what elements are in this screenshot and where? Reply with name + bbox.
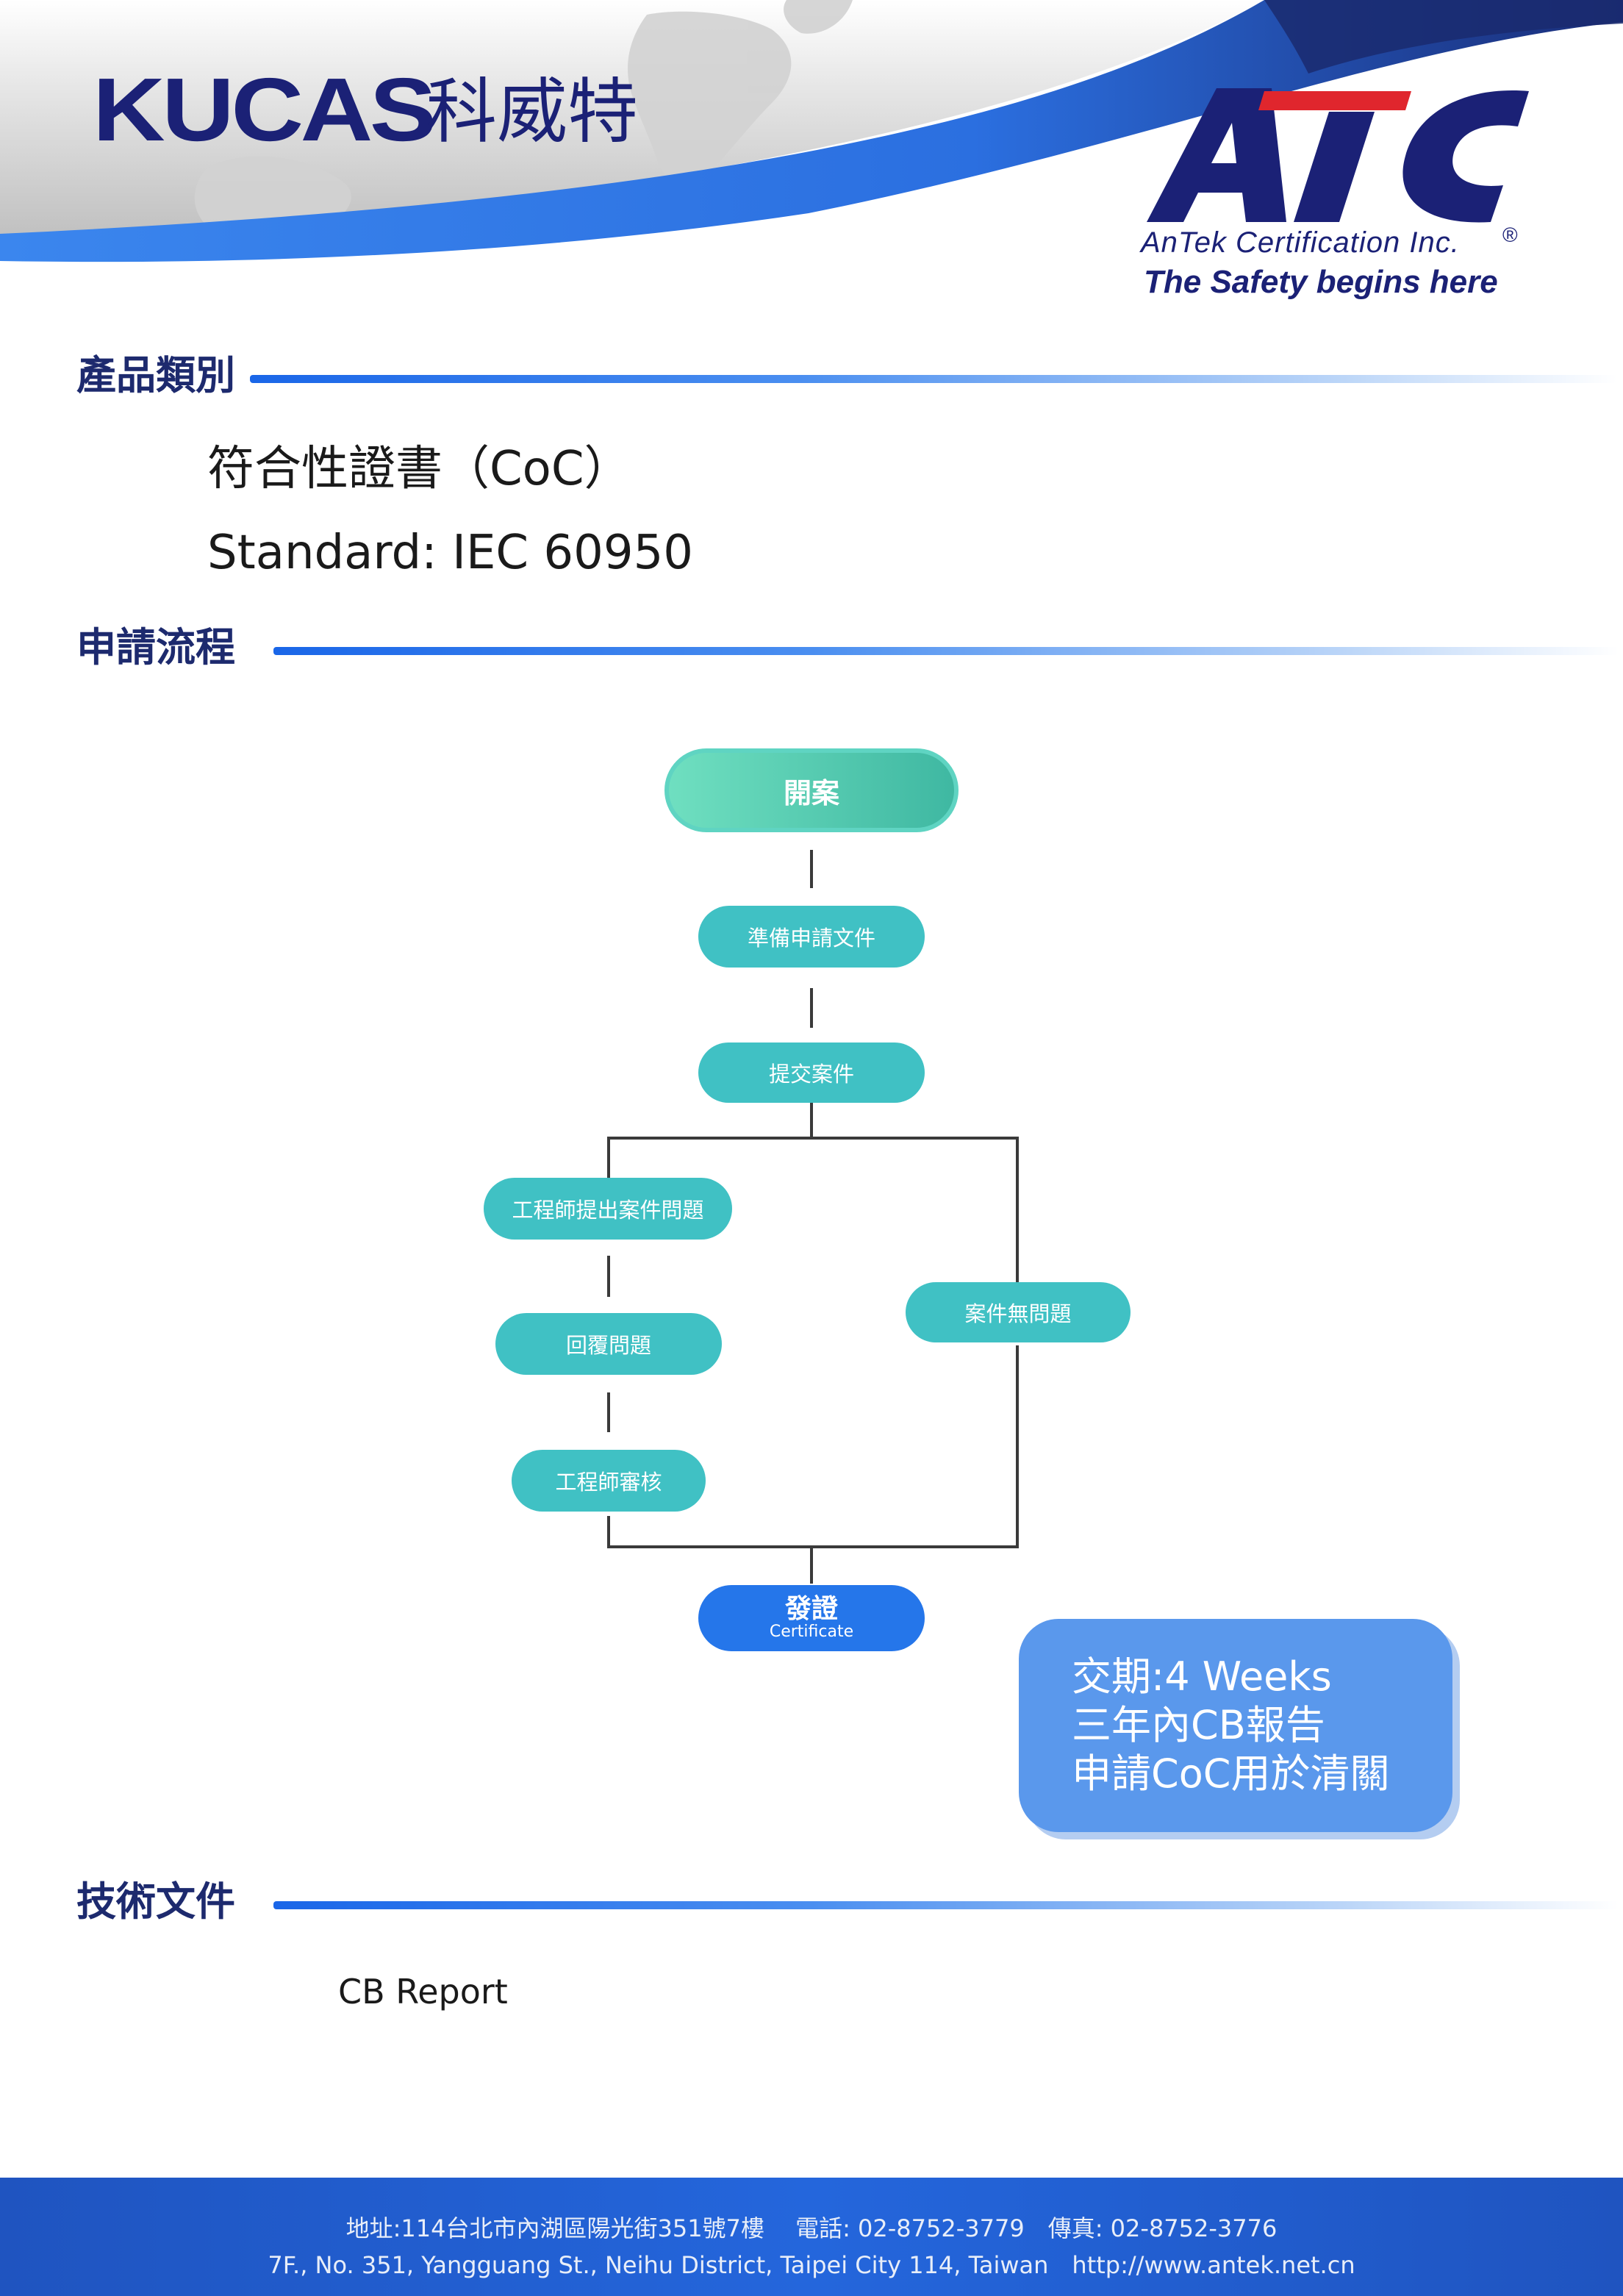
section-title-process: 申請流程: [76, 624, 235, 670]
section-divider: [273, 1901, 1619, 1909]
flow-node-prepare-documents: 準備申請文件: [698, 906, 925, 968]
footer-address-cn: 地址:114台北市內湖區陽光街351號7樓 電話: 02-8752-3779 傳…: [345, 2214, 1278, 2242]
section-divider: [273, 647, 1619, 655]
footer-bar: 地址:114台北市內湖區陽光街351號7樓 電話: 02-8752-3779 傳…: [0, 2178, 1623, 2296]
atc-company-name: AnTek Certification Inc.: [1141, 226, 1460, 259]
flow-node-reply-questions: 回覆問題: [495, 1313, 722, 1375]
technical-doc-item: CB Report: [338, 1972, 508, 2011]
section-title-technical-docs: 技術文件: [76, 1878, 235, 1925]
atc-logo-icon: [1147, 88, 1529, 223]
flow-node-engineer-review: 工程師審核: [512, 1450, 706, 1512]
lead-time-info-box: 交期:4 Weeks 三年內CB報告 申請CoC用於清關: [1019, 1619, 1452, 1832]
section-divider: [250, 375, 1617, 383]
kucas-chinese-name: 科威特: [426, 71, 638, 153]
atc-slogan: The Safety begins here: [1144, 264, 1498, 300]
certificate-label-en: Certificate: [769, 1622, 854, 1641]
section-title-product-category: 產品類別: [76, 352, 235, 398]
header-banner: [0, 0, 1623, 262]
kucas-logo-text: KUCAS: [93, 60, 437, 160]
registered-mark: ®: [1502, 223, 1518, 246]
info-cb-report: 三年內CB報告: [1072, 1702, 1325, 1748]
info-customs: 申請CoC用於清關: [1072, 1750, 1390, 1797]
product-category-standard: Standard: IEC 60950: [207, 526, 693, 580]
flow-node-certificate: 發證 Certificate: [698, 1585, 925, 1651]
footer-address-en: 7F., No. 351, Yangguang St., Neihu Distr…: [268, 2251, 1355, 2279]
certificate-label-cn: 發證: [784, 1594, 838, 1624]
flow-node-start: 開案: [664, 748, 959, 832]
flow-node-engineer-questions: 工程師提出案件問題: [484, 1178, 732, 1240]
info-lead-time: 交期:4 Weeks: [1072, 1653, 1332, 1700]
flow-node-no-issues: 案件無問題: [906, 1282, 1131, 1342]
flow-node-submit-case: 提交案件: [698, 1043, 925, 1103]
product-category-line1: 符合性證書（CoC）: [207, 442, 631, 496]
